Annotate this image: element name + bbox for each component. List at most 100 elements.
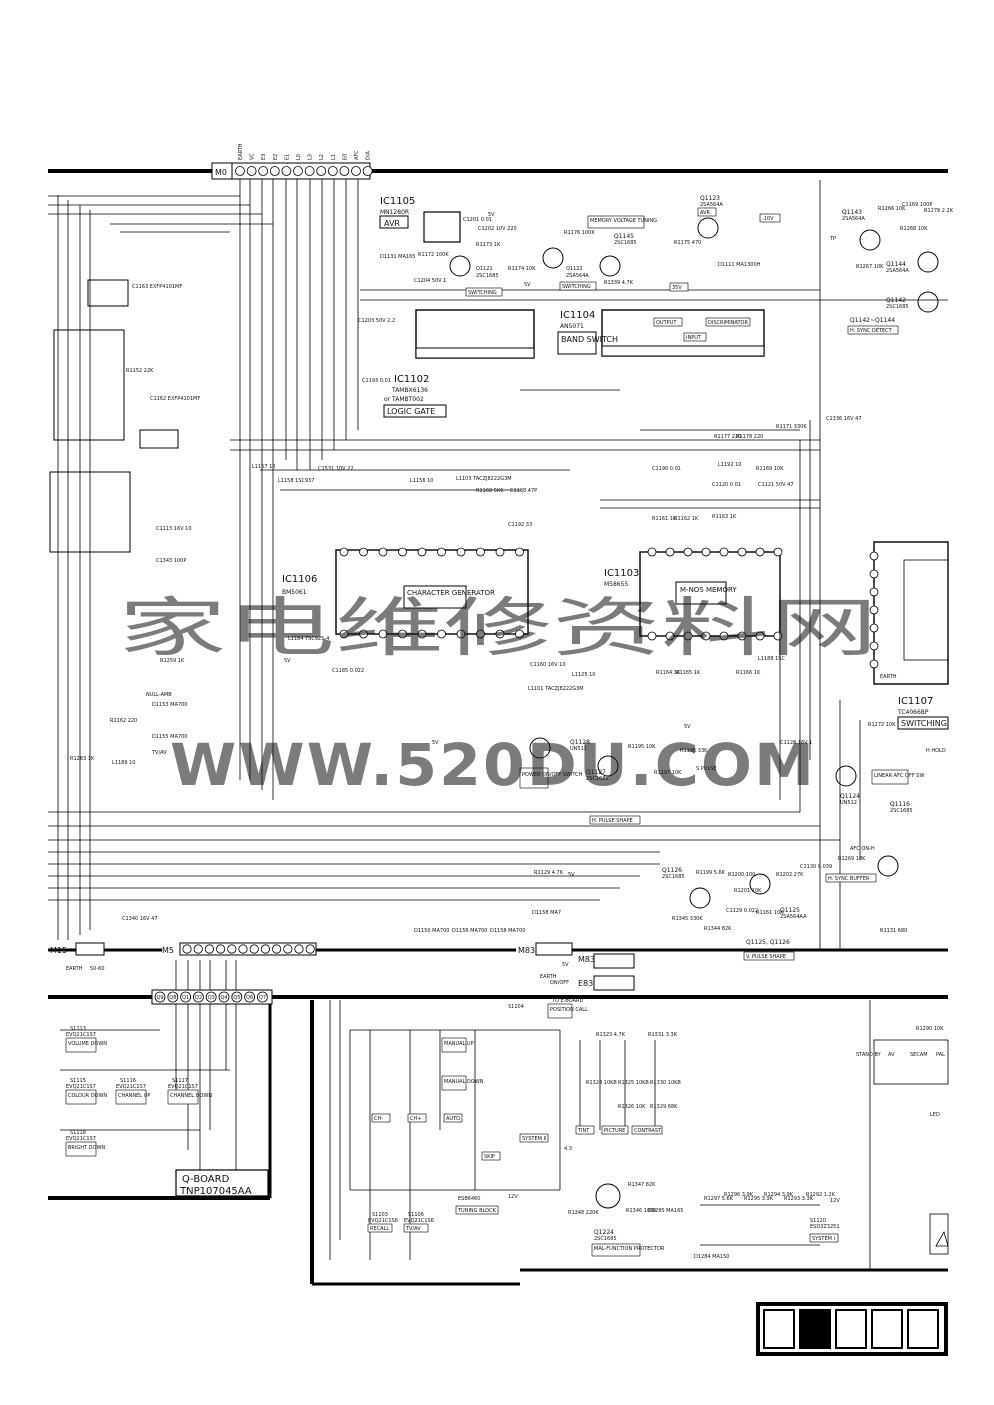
ic-pin: [647, 631, 657, 641]
c1336-label: C1336 16V 47: [826, 416, 862, 422]
keypad-left: S1113 EVQ21C1S7 VOLUME DOWN S1115 EVQ21C…: [65, 1026, 212, 1157]
connector-m15-label: M15: [50, 946, 67, 955]
ic-pin: [398, 547, 407, 557]
r1331-label: R1331 3.3K: [648, 1032, 678, 1038]
r1165-label: R1165 1K: [676, 670, 701, 676]
r1196-label: R1196 33K: [680, 748, 708, 754]
afc-on: AFC ON-H: [850, 846, 875, 852]
led-label: LED: [930, 1112, 940, 1118]
h-pulse-shape: H. PULSE SHAPE: [592, 818, 633, 824]
m5-pin: [238, 944, 248, 954]
c1168-label: C1168 47P: [510, 488, 537, 494]
supply-5v-b: 5V: [488, 212, 495, 218]
ic1102-ref: IC1102: [394, 374, 429, 385]
ic-pin: [665, 547, 675, 557]
q1145-func: MEMORY VOLTAGE TUNING: [590, 218, 657, 224]
ic1102-part: TAMBX6136: [391, 387, 428, 394]
l1189-label: L1189 10: [112, 760, 135, 766]
m83-pin-5v: 5V: [562, 962, 569, 968]
s1115-ref: S1115: [70, 1078, 86, 1084]
m0-pin: [316, 166, 327, 176]
connector-m5-pins: [182, 944, 315, 954]
r1266-label: R1268 10K: [900, 226, 928, 232]
watermark-url: WWW.520DU.COM: [170, 731, 816, 799]
qboard-pin-label: Q5: [233, 995, 240, 1001]
ic1106-func: CHARACTER GENERATOR: [407, 589, 495, 597]
ic1104-ref: IC1104: [560, 310, 595, 321]
m0-pin: [362, 166, 373, 176]
r1171-label: R1171 330K: [776, 424, 807, 430]
ic-pin: [437, 629, 446, 639]
r1329-label: R1329 68K: [650, 1104, 678, 1110]
d1111-label: D1111 MA1300H: [718, 262, 761, 268]
ic-pin: [737, 547, 747, 557]
q1144-part: 2SA564A: [886, 268, 909, 274]
q1124-part: UN512: [840, 800, 857, 806]
q1128-part: UN511: [570, 746, 587, 752]
r1195-label: R1195 10K: [628, 744, 656, 750]
ic-pin: [701, 631, 711, 641]
s1116-part: EVQ21C1S7: [116, 1084, 146, 1090]
watermark-chinese: 家电维修资料网: [118, 592, 878, 666]
m5-pin: [193, 944, 203, 954]
qboard-pin-label: Q6: [246, 995, 253, 1001]
ic1107-ref: IC1107: [898, 696, 933, 707]
ic1104-output: OUTPUT: [656, 320, 677, 326]
s1117-ref: S1117: [172, 1078, 188, 1084]
c1201-label: C1201 0.01: [463, 217, 492, 223]
q1124-ref: Q1124: [840, 793, 860, 800]
d1156-label: D1156 MA700: [452, 928, 487, 934]
ic1107-earth: EARTH: [880, 674, 897, 680]
r1290-label: R1290 10K: [916, 1026, 944, 1032]
board-name: Q-BOARD: [182, 1174, 230, 1185]
m5-pin: [283, 944, 293, 954]
q1122-part: 2SA564A: [566, 273, 589, 279]
pal-led: PAL: [936, 1052, 945, 1058]
r1129-label: R1129 4.7K: [534, 870, 564, 876]
ic1105-func: AVR: [384, 219, 400, 228]
ic-pin: [359, 629, 368, 639]
m0-pin-label: AFC: [354, 150, 360, 160]
supply-5v-c: 5V: [284, 658, 291, 664]
m0-pin-label: L0: [296, 154, 302, 160]
m0-pin: [327, 166, 338, 176]
r1259-label: R1259 1K: [160, 658, 185, 664]
note-35v: 35V: [672, 285, 682, 291]
qboard-title: Q-BOARD TNP107045AA: [175, 1169, 269, 1197]
qboard-pin-label: Q8: [169, 995, 176, 1001]
ic-pin: [495, 629, 505, 639]
c1162-label: C1162 EXFP4101MF: [150, 396, 200, 402]
m0-pin-label: E0: [342, 154, 348, 160]
ic-pin: [665, 631, 675, 641]
l1103-label: L1103 TACZJ8222G3M: [456, 476, 512, 482]
r1197-label: R1197 10K: [654, 770, 682, 776]
l1125-label: L1125 10: [572, 672, 595, 678]
ch-plus: CH+: [410, 1116, 421, 1122]
r1131-label: R1131 680: [880, 928, 907, 934]
qboard-pin: [192, 991, 204, 1003]
supply-12v-a: 12V: [508, 1194, 518, 1200]
d1155-label: D1155 MA700: [152, 734, 187, 740]
l1192-label: L1192 10: [718, 462, 741, 468]
m0-pin: [281, 166, 292, 176]
qboard-pin-label: Q2: [195, 995, 202, 1001]
qboard-pin: [154, 991, 166, 1003]
ic1103-ref: IC1103: [604, 568, 639, 579]
c1193-label: C1193 0.01: [362, 378, 391, 384]
r1323-label: R1323 4.7K: [596, 1032, 626, 1038]
null-amb: NULL-AMB: [146, 692, 172, 698]
q1125-ref: Q1125: [780, 907, 800, 914]
ch-minus: CH-: [374, 1116, 383, 1122]
c1340-label: C1340 16V 47: [122, 916, 158, 922]
ic-pin: [339, 547, 349, 557]
linear-afc: LINEAR AFC OFF SW: [874, 773, 924, 779]
c1343-label: C1343 100P: [156, 558, 186, 564]
q1126-ref: Q1126: [662, 867, 682, 874]
r1347-label: R1347 82K: [628, 1182, 656, 1188]
ic1102: IC1102 TAMBX6136 or TAMBT002 LOGIC GATE: [383, 309, 535, 418]
d1150-label: D1150 MA700: [414, 928, 449, 934]
connector-m83: M83 EARTH ON/OFF 5V TO E-BOARD M83 E83: [518, 942, 635, 1004]
